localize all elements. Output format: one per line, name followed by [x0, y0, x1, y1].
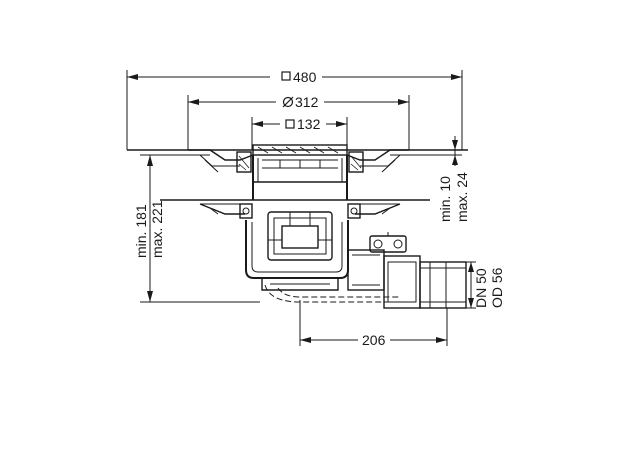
- dim-label-132: 132: [297, 116, 321, 132]
- dim-label-offset-min: min. 10: [437, 176, 453, 222]
- dim-height: min. 181 max. 221: [133, 154, 260, 303]
- drain-upper-body: [188, 144, 409, 183]
- square-dimension-icon: [281, 71, 291, 81]
- dim-label-312: 312: [295, 94, 319, 110]
- dim-label-od: OD 56: [489, 267, 505, 308]
- dim-label-dn: DN 50: [473, 268, 489, 308]
- dim-offset: min. 10 max. 24: [437, 136, 470, 222]
- dim-outlet-diameter: DN 50 OD 56: [466, 261, 505, 309]
- diameter-icon: [282, 96, 294, 108]
- dim-top-width: 480: [126, 69, 463, 150]
- dim-label-height-max: max. 221: [149, 200, 165, 258]
- dim-label-206: 206: [362, 332, 386, 348]
- dim-label-480: 480: [293, 69, 317, 85]
- dim-outlet-length: 206: [299, 300, 448, 348]
- dim-diameter: 312: [187, 94, 410, 150]
- dim-inner-square: 132: [251, 116, 348, 150]
- floor-surface: [127, 149, 468, 156]
- dim-label-height-min: min. 181: [133, 204, 149, 258]
- drain-lower-flange: [160, 199, 430, 219]
- drain-outlet-pipe: [347, 232, 467, 309]
- dim-label-offset-max: max. 24: [454, 172, 470, 222]
